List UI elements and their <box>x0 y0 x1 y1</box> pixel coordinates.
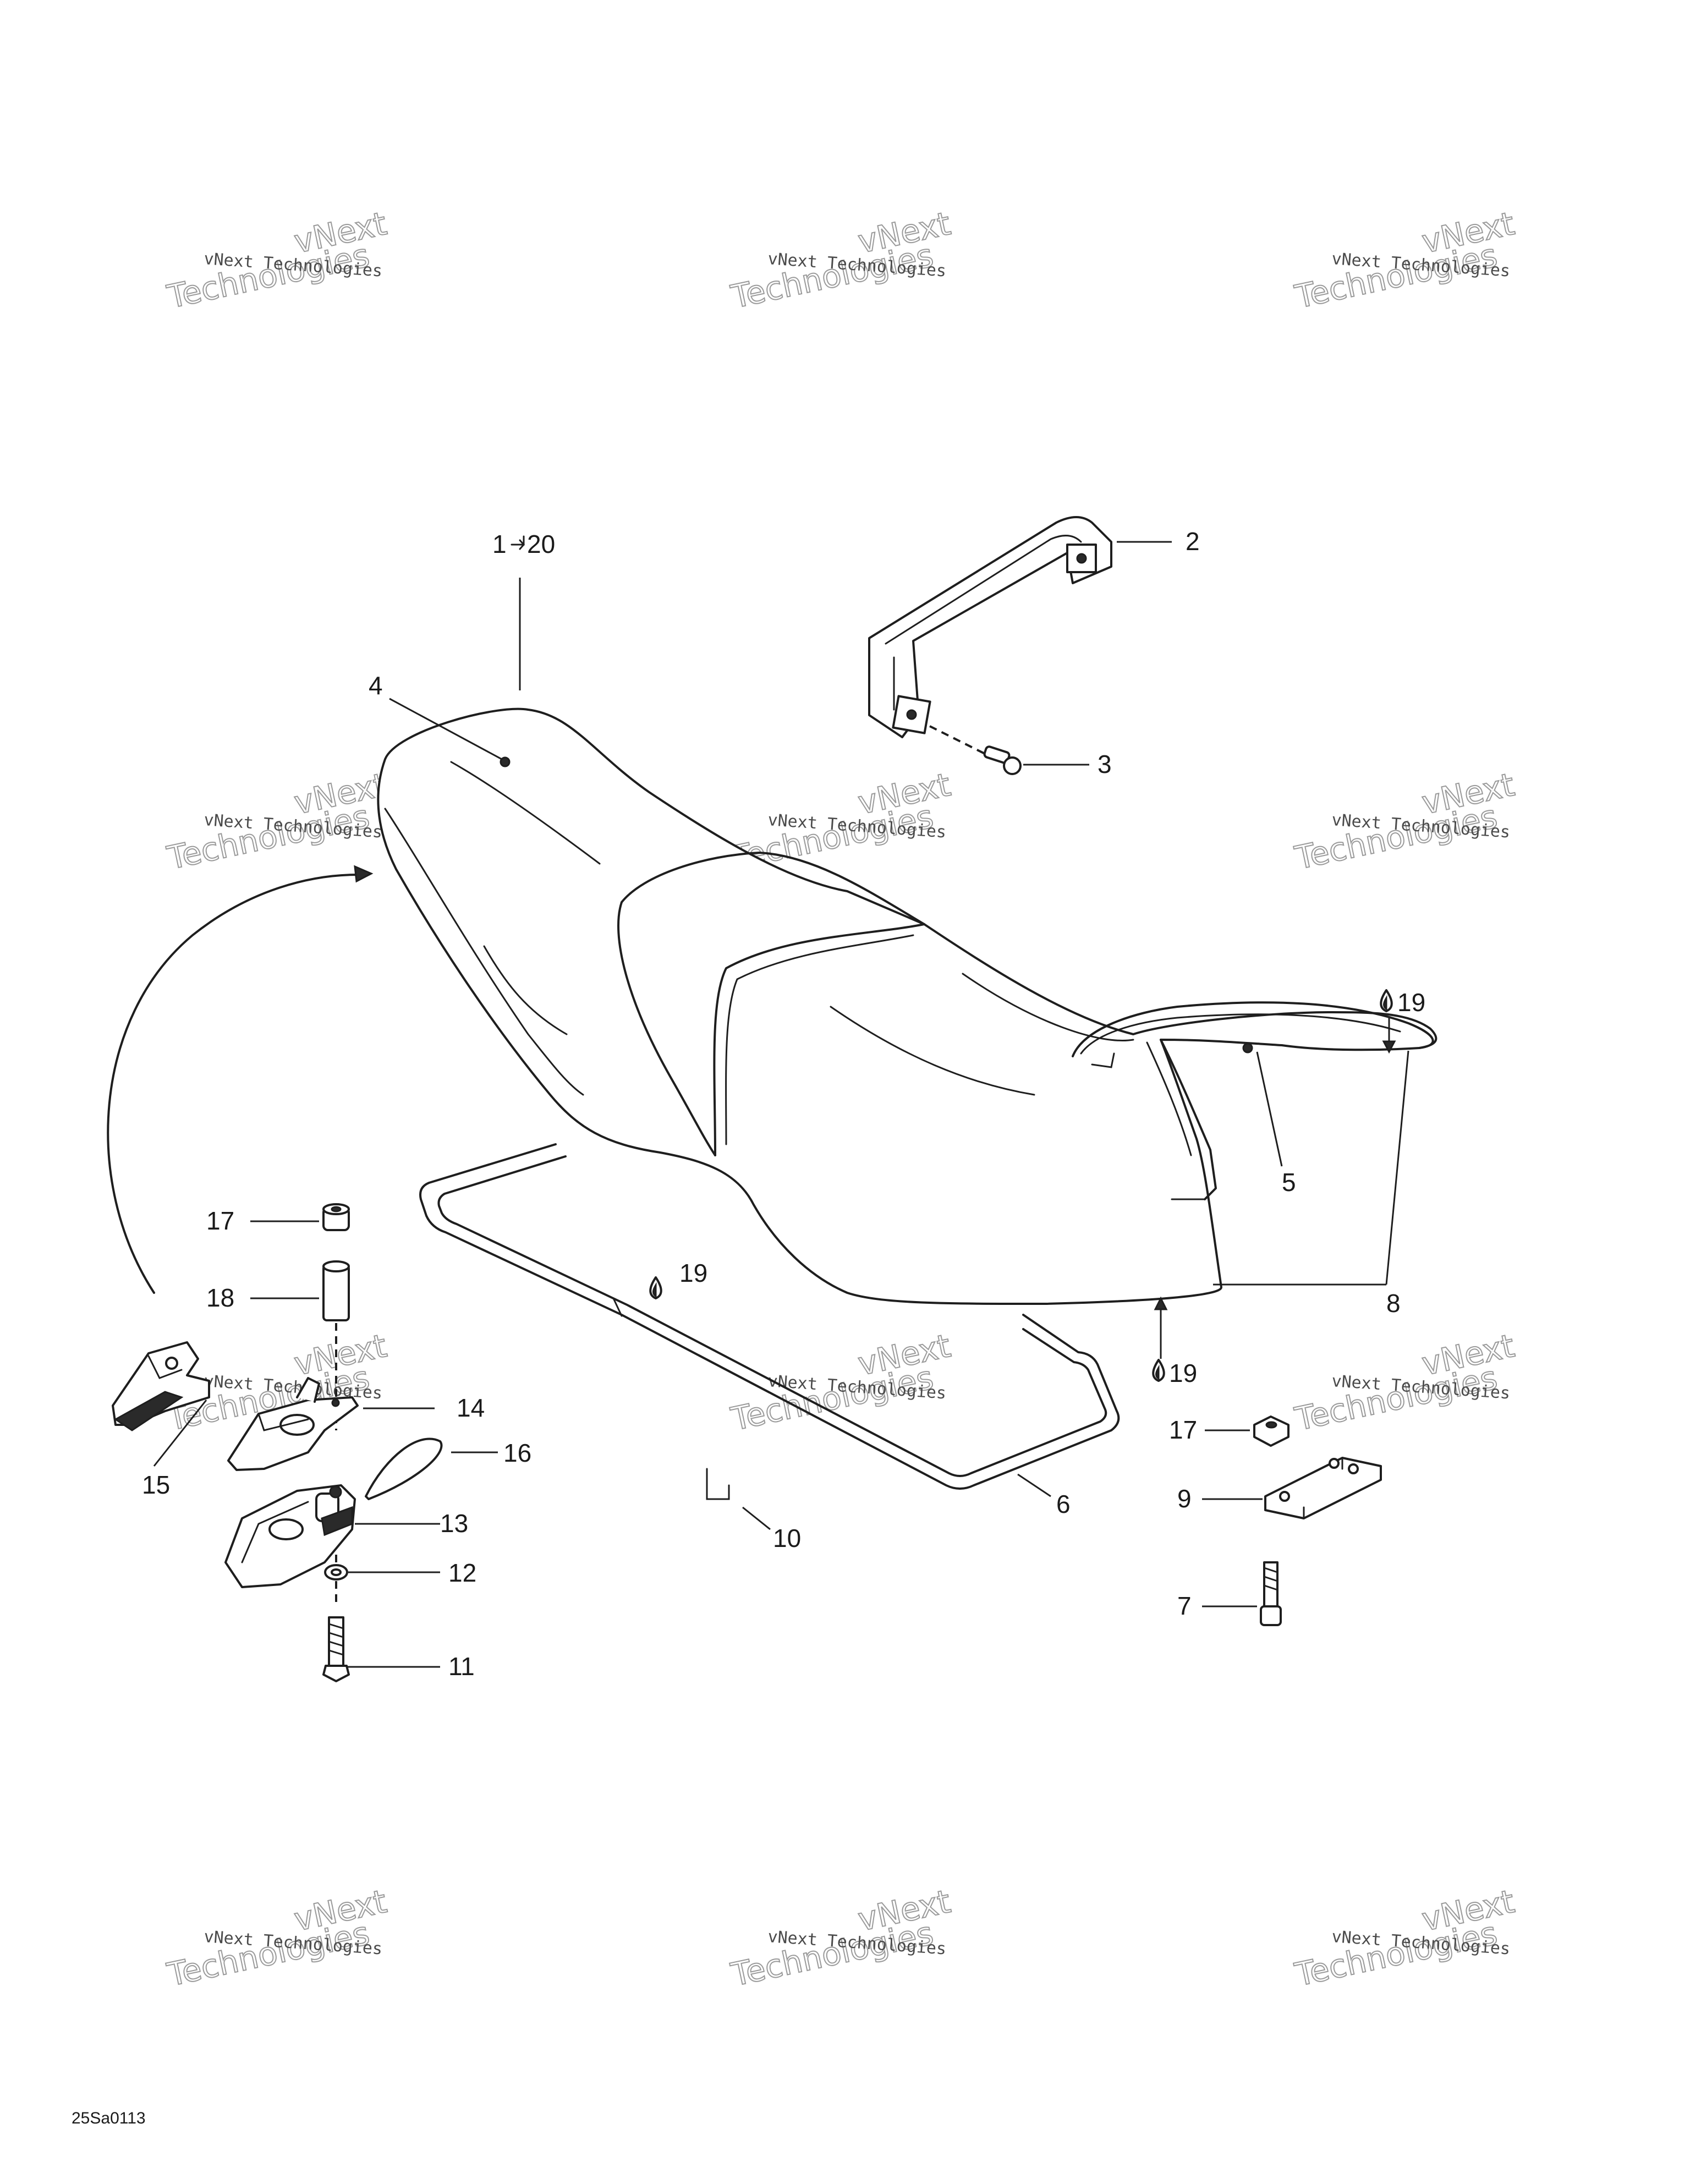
callout-11: 11 <box>448 1652 475 1681</box>
latch-spring <box>365 1437 443 1500</box>
callout-labels: 1 20 2 3 4 5 6 7 8 9 10 11 12 13 14 15 1… <box>142 527 1425 1681</box>
callout-16: 16 <box>503 1439 531 1467</box>
callout-2: 2 <box>1186 527 1200 556</box>
callout-19-base: 19 <box>1169 1359 1197 1387</box>
callout-12: 12 <box>448 1559 476 1587</box>
adhesive-drop-icon <box>649 1276 662 1299</box>
callout-7: 7 <box>1177 1592 1192 1620</box>
watermark: Technologies vNext vNext Technologies <box>163 204 391 316</box>
watermark: Technologies vNext vNext Technologies <box>163 1882 391 1994</box>
callout-15: 15 <box>142 1470 170 1499</box>
drawing-id: 25Sa0113 <box>72 2109 146 2127</box>
callout-1-ref: 20 <box>527 530 555 558</box>
seat-assembly <box>377 707 1437 1305</box>
callout-19-frame: 19 <box>679 1259 707 1287</box>
right-arrow-icon <box>511 535 525 550</box>
seat-frame <box>419 1143 1120 1490</box>
handle-screw <box>929 725 1022 775</box>
grab-handle <box>868 516 1112 738</box>
latch-body <box>224 1484 356 1588</box>
frame-notch <box>706 1468 730 1500</box>
spacer <box>322 1260 350 1321</box>
assembly-arrow <box>107 874 359 1294</box>
watermark: Technologies vNext vNext Technologies <box>727 1882 954 1994</box>
latch-plate <box>227 1377 359 1471</box>
callout-9: 9 <box>1177 1484 1192 1513</box>
callout-19-rear: 19 <box>1397 988 1425 1017</box>
callout-1: 1 <box>492 530 507 558</box>
callout-8: 8 <box>1386 1289 1401 1318</box>
callout-10: 10 <box>773 1524 801 1552</box>
adhesive-drop-icon <box>1380 989 1393 1012</box>
callout-6: 6 <box>1056 1490 1071 1518</box>
watermark: Technologies vNext vNext Technologies <box>727 204 954 316</box>
callout-17-right: 17 <box>1169 1415 1197 1444</box>
bolt-right <box>1260 1561 1282 1626</box>
leader-lines <box>153 541 1409 1668</box>
watermark: Technologies vNext vNext Technologies <box>1291 204 1518 316</box>
callout-14: 14 <box>457 1393 485 1422</box>
bolt-left <box>322 1616 350 1682</box>
watermark: Technologies vNext vNext Technologies <box>1291 1326 1518 1439</box>
seat-dot <box>500 756 511 767</box>
adhesive-drop-icon <box>1152 1359 1165 1382</box>
callout-4: 4 <box>369 671 383 700</box>
mount-bracket <box>1264 1457 1382 1519</box>
handle-bracket-rear <box>1066 544 1097 573</box>
callout-5: 5 <box>1282 1168 1296 1197</box>
watermark: Technologies vNext vNext Technologies <box>1291 765 1518 877</box>
washer <box>324 1564 348 1581</box>
latch-hook <box>112 1341 210 1431</box>
cover-dot <box>1242 1042 1253 1053</box>
watermark: Technologies vNext vNext Technologies <box>1291 1882 1518 1994</box>
watermark: Technologies vNext vNext Technologies <box>163 765 391 877</box>
watermark: Technologies vNext vNext Technologies <box>727 1326 954 1439</box>
callout-3: 3 <box>1098 750 1112 778</box>
nut-left <box>322 1203 350 1231</box>
nut-right <box>1253 1415 1290 1447</box>
callout-17-left: 17 <box>206 1206 234 1235</box>
callout-13: 13 <box>440 1509 468 1538</box>
callout-18: 18 <box>206 1283 234 1312</box>
